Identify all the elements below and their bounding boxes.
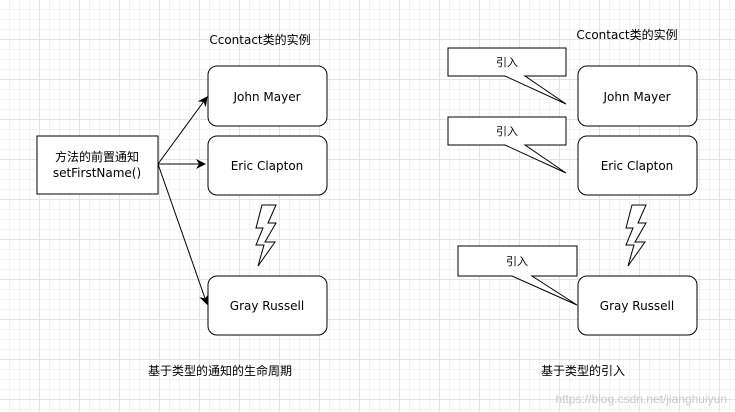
left-instance-label: Gray Russell xyxy=(230,299,304,313)
right-instance-john-mayer: John Mayer xyxy=(577,65,698,127)
arrow-to-gray-russell xyxy=(157,163,209,305)
callout-label: 引入 xyxy=(506,254,528,268)
right-instance-gray-russell: Gray Russell xyxy=(577,275,698,336)
advice-box-line1: 方法的前置通知 xyxy=(55,149,139,164)
right-instance-label: Eric Clapton xyxy=(601,159,674,173)
advice-box: 方法的前置通知 setFirstName() xyxy=(36,135,159,195)
left-instance-gray-russell: Gray Russell xyxy=(207,275,328,336)
lightning-bolt-icon xyxy=(625,204,647,267)
callout-intro-gray-russell: 引入 xyxy=(457,245,578,306)
lightning-bolt-icon xyxy=(255,204,277,267)
callout-intro-john-mayer: 引入 xyxy=(447,47,567,105)
right-instance-eric-clapton: Eric Clapton xyxy=(577,135,698,196)
left-heading: Ccontact类的实例 xyxy=(209,32,310,47)
watermark: https://blog.csdn.net/jianghuiyun xyxy=(556,392,727,406)
left-caption: 基于类型的通知的生命周期 xyxy=(148,363,292,378)
arrow-to-john-mayer xyxy=(157,96,208,165)
callout-intro-eric-clapton: 引入 xyxy=(447,116,567,174)
left-instance-john-mayer: John Mayer xyxy=(207,65,328,127)
left-instance-eric-clapton: Eric Clapton xyxy=(207,135,328,196)
callout-label: 引入 xyxy=(496,124,518,138)
left-instance-label: Eric Clapton xyxy=(231,159,304,173)
left-instance-label: John Mayer xyxy=(232,90,300,104)
right-instance-label: John Mayer xyxy=(602,90,670,104)
callout-label: 引入 xyxy=(496,55,518,69)
right-instance-label: Gray Russell xyxy=(600,299,674,313)
advice-box-line2: setFirstName() xyxy=(53,166,141,180)
right-caption: 基于类型的引入 xyxy=(541,363,625,378)
right-heading: Ccontact类的实例 xyxy=(576,27,677,42)
